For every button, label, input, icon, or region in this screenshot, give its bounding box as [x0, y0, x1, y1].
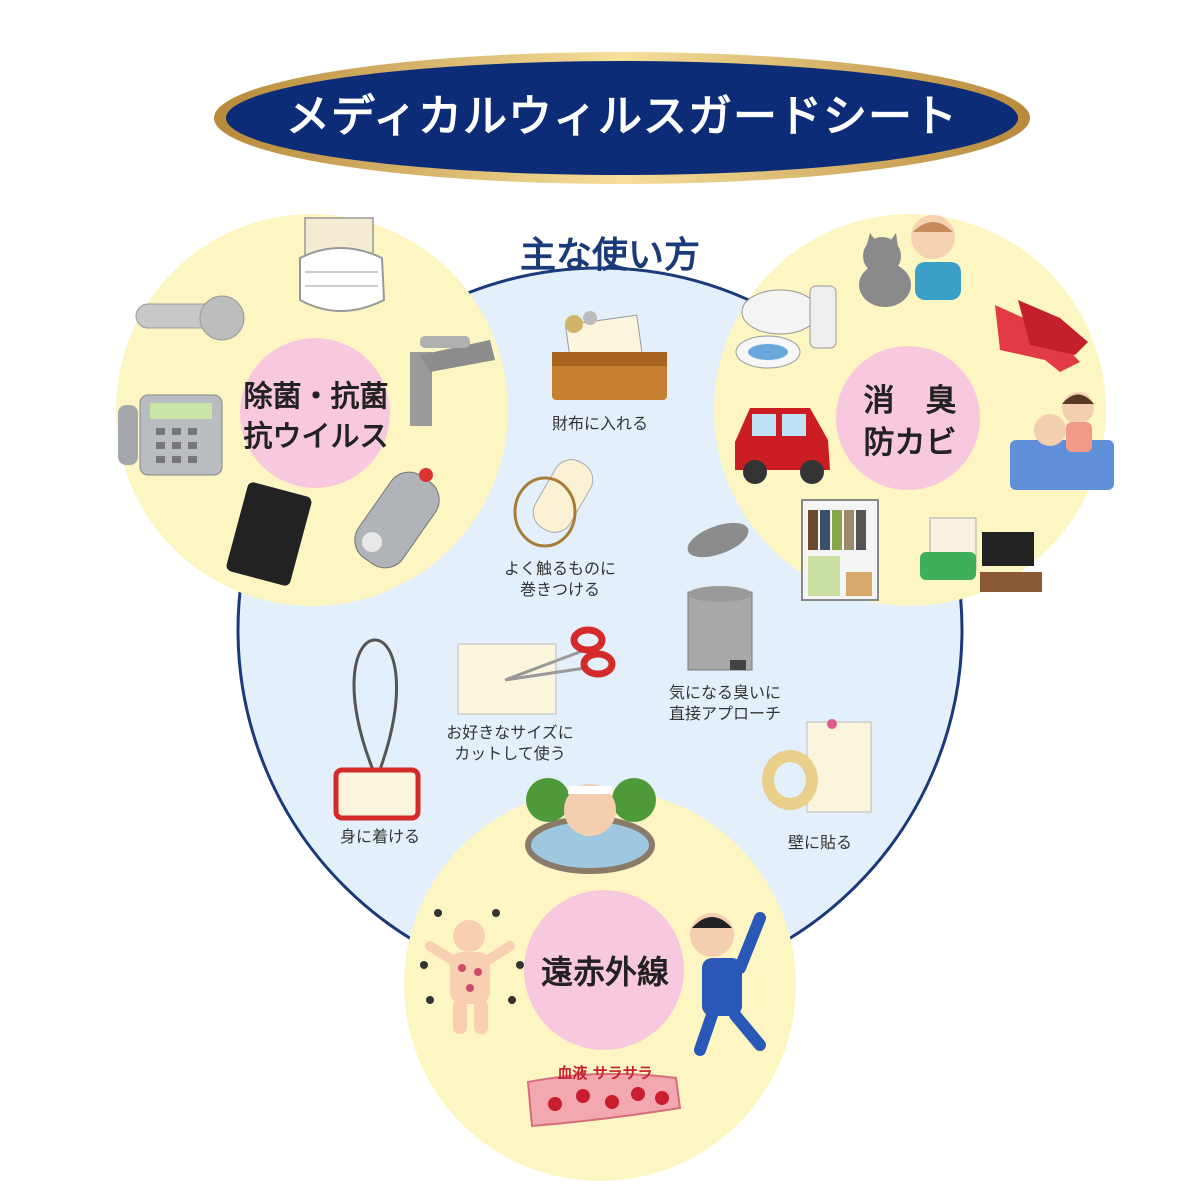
deodorize-badge — [836, 346, 980, 490]
tv-remote-icon — [354, 468, 440, 569]
wrap-caption: よく触るものに 巻きつける — [470, 558, 650, 600]
cut-caption-line2: カットして使う — [454, 744, 566, 763]
title-banner — [214, 52, 1030, 184]
trash-can-icon — [687, 522, 753, 671]
elderly-care-icon — [1010, 392, 1114, 490]
smell-caption-line2: 直接アプローチ — [668, 704, 781, 723]
scissors-cutting-sheet-icon — [457, 626, 616, 715]
far-infrared-badge — [524, 890, 684, 1050]
smell-caption: 気になる臭いに 直接アプローチ — [640, 682, 810, 724]
antibacterial-label-line1: 除菌・抗菌 — [243, 379, 389, 413]
living-room-icon — [920, 517, 1042, 592]
door-handle-icon — [135, 295, 245, 341]
hot-spring-icon — [525, 778, 656, 874]
body-warming-figure-icon — [420, 909, 524, 1034]
cut-caption: お好きなサイズに カットして使う — [410, 722, 610, 764]
wrapped-rubber-band-icon — [513, 459, 594, 548]
far-infrared-label: 遠赤外線 — [540, 953, 669, 991]
stretching-man-icon — [690, 912, 766, 1056]
antibacterial-badge — [240, 338, 390, 488]
deodorize-label-line2: 防カビ — [863, 425, 957, 461]
wrap-caption-line1: よく触るものに — [503, 559, 616, 578]
faucet-icon — [410, 336, 495, 426]
closet-icon — [801, 499, 879, 601]
deodorize-label: 消 臭 防カビ — [840, 380, 980, 464]
page-title: メディカルウィルスガードシート — [286, 91, 958, 142]
toilet-icon — [735, 285, 837, 369]
wall-tape-sheet-icon — [762, 719, 872, 813]
deodorize-label-line1: 消 臭 — [863, 383, 957, 419]
telephone-icon — [118, 394, 223, 476]
blood-flow-text: 血液 サラサラ — [557, 1064, 653, 1082]
wall-caption: 壁に貼る — [787, 833, 852, 852]
wallet-caption: 財布に入れる — [551, 414, 648, 433]
baby-icon — [911, 215, 961, 300]
wrap-caption-line2: 巻きつける — [519, 580, 600, 599]
name-tag-strap-icon — [333, 638, 421, 821]
smartphone-icon — [226, 482, 312, 586]
wallet-icon — [552, 311, 667, 400]
cat-icon — [859, 233, 911, 307]
blood-vessel-icon — [526, 1072, 682, 1128]
cut-caption-line1: お好きなサイズに — [446, 723, 574, 742]
face-mask-icon — [299, 217, 386, 312]
antibacterial-label-line2: 抗ウイルス — [243, 419, 389, 453]
car-icon — [735, 408, 830, 484]
wear-caption: 身に着ける — [339, 827, 420, 846]
antibacterial-label: 除菌・抗菌 抗ウイルス — [236, 376, 396, 456]
smell-caption-line1: 気になる臭いに — [668, 683, 781, 702]
usage-subtitle: 主な使い方 — [519, 235, 700, 276]
high-heels-icon — [995, 300, 1088, 372]
